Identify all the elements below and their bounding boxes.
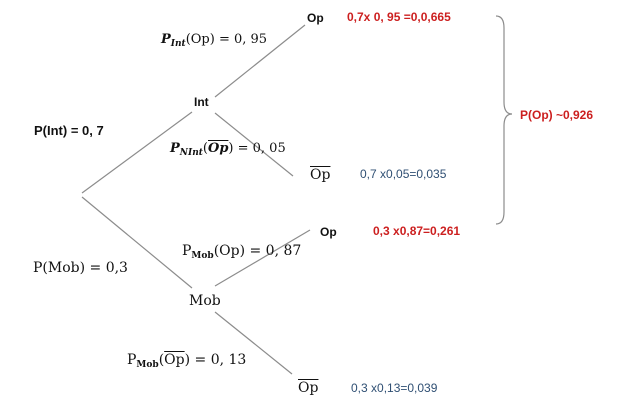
edge-label-p: P	[182, 243, 192, 259]
edge-label-p: P	[170, 141, 180, 156]
leaf-op-2: Op	[320, 225, 337, 239]
prob-int-label: P(Int) = 0, 7	[34, 123, 104, 138]
edge-label-open: (	[202, 141, 208, 156]
node-int: Int	[194, 95, 209, 109]
edge-mob-notop	[214, 311, 293, 375]
edge-label-open: (	[158, 352, 165, 368]
edge-label-mob-op: PMob(Op) = 0, 87	[182, 243, 302, 261]
node-mob: Mob	[189, 293, 221, 309]
result-mob-op: 0,3 x0,87=0,261	[373, 224, 461, 238]
leaf-notop-1: Op	[310, 167, 331, 183]
edge-int-op	[214, 24, 306, 98]
edge-label-p: P	[127, 352, 137, 368]
prob-mob-label: P(Mob) = 0,3	[33, 260, 128, 276]
total-probability: P(Op) ~0,926	[520, 108, 594, 122]
edge-label-sub: Int	[170, 39, 186, 49]
edge-label-notop: Op	[164, 352, 185, 368]
edge-label-sub: Mob	[136, 360, 159, 370]
edge-root-int	[81, 111, 193, 194]
edge-label-rest: ) = 0, 05	[228, 141, 286, 156]
edge-label-p: P	[161, 32, 171, 47]
total-brace	[495, 15, 513, 225]
edge-label-mob-notop: PMob(Op) = 0, 13	[127, 352, 247, 370]
leaf-op-1: Op	[307, 11, 324, 25]
edge-root-mob	[81, 196, 193, 289]
edge-label-int-op: PInt(Op) = 0, 95	[161, 32, 268, 49]
edge-label-int-notop: PNInt(Op) = 0, 05	[170, 141, 286, 158]
edge-label-sub: Mob	[191, 251, 214, 261]
edge-label-notop: Op	[208, 141, 229, 156]
leaf-notop-2: Op	[298, 380, 319, 396]
edge-mob-op	[214, 229, 311, 287]
edge-label-sub: NInt	[179, 148, 203, 158]
edge-label-rest: ) = 0, 13	[184, 352, 247, 368]
edge-label-rest: (Op) = 0, 87	[213, 243, 302, 259]
result-int-notop: 0,7 x0,05=0,035	[360, 167, 447, 181]
edge-int-notop	[214, 112, 294, 177]
result-int-op: 0,7x 0, 95 =0,0,665	[347, 10, 451, 24]
result-mob-notop: 0,3 x0,13=0,039	[351, 381, 438, 395]
edge-label-rest: (Op) = 0, 95	[185, 32, 268, 47]
